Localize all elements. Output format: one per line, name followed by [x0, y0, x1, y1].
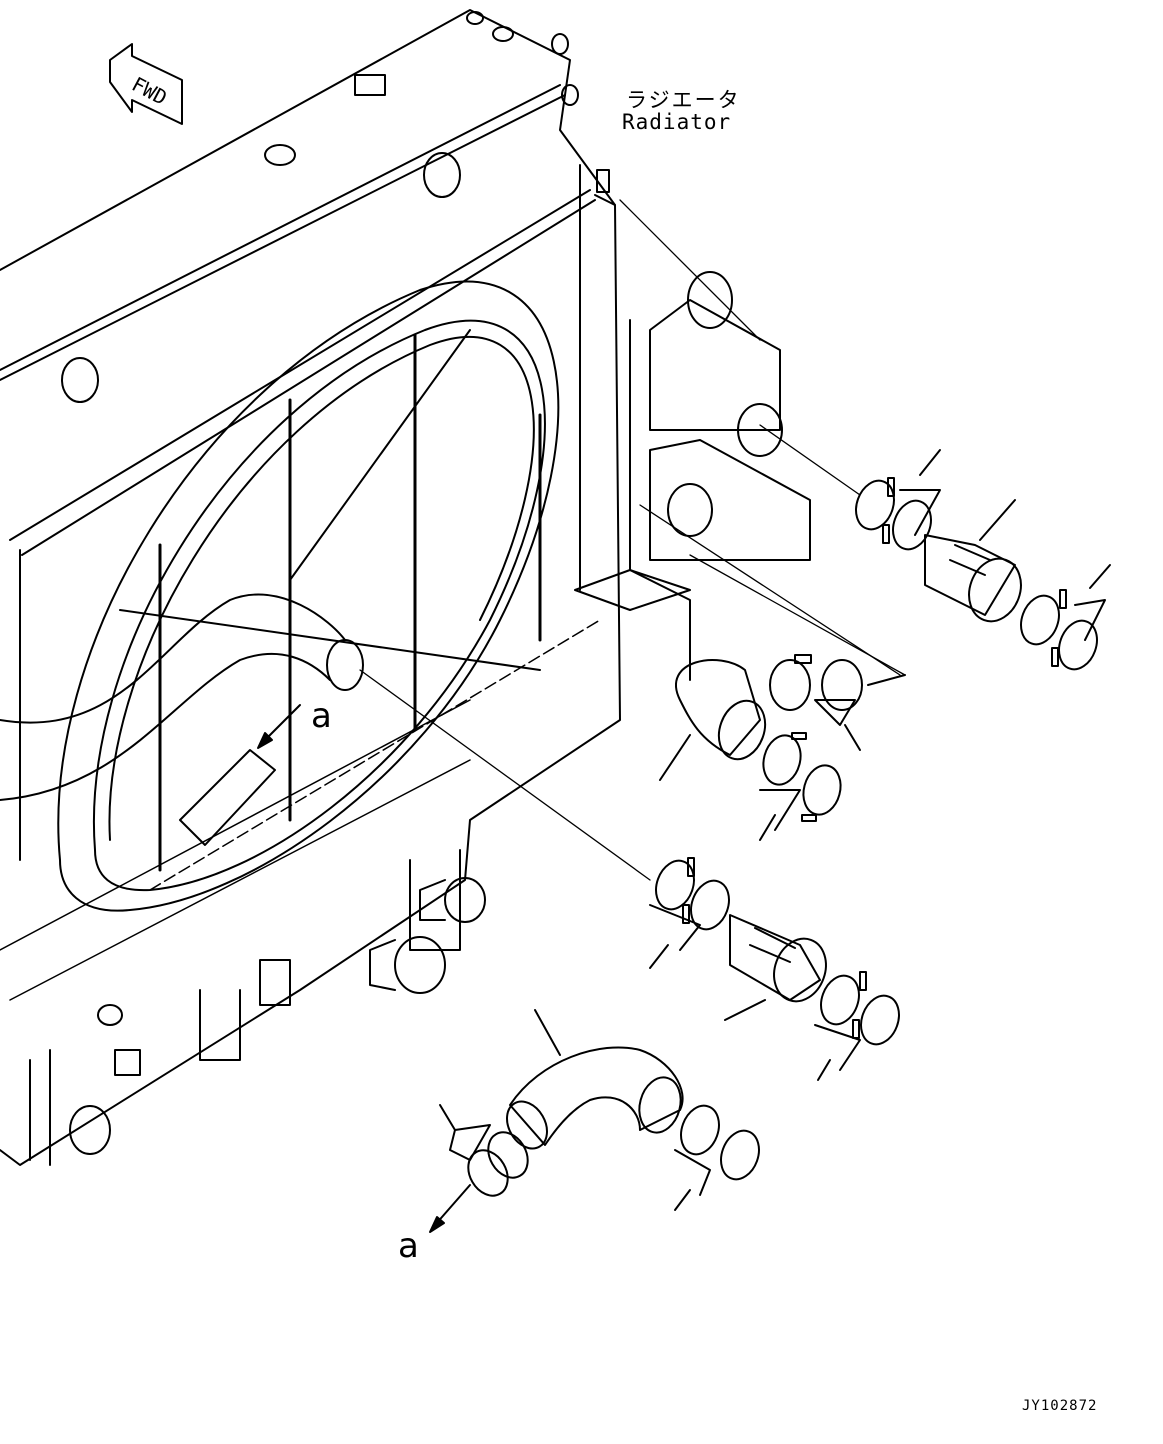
top-tank-fittings: [61, 11, 610, 403]
view-ref-upper: a: [311, 696, 332, 736]
upper-hose-group: [855, 449, 1111, 671]
lower-outlets: [69, 877, 486, 1155]
core-bars: [119, 329, 542, 872]
radiator-body: [0, 9, 621, 1166]
drawing-id: JY102872: [1022, 1398, 1098, 1414]
bottom-elbow-hose: [506, 1009, 684, 1150]
leader-lines: [359, 199, 906, 881]
fwd-arrow: FWD: [109, 43, 183, 125]
lower-hose-group: [649, 857, 900, 1081]
bottom-clamps: [439, 1104, 760, 1211]
aftercooler-pipes: [574, 271, 811, 681]
middle-elbow-group: [659, 654, 906, 841]
view-ref-lower: a: [398, 1226, 419, 1266]
fan-shroud: [57, 280, 560, 912]
view-arrow-upper: [257, 704, 301, 749]
internal-pipe: [0, 593, 364, 846]
radiator-label-jp: ラジエータ: [626, 88, 741, 112]
radiator-label-en: Radiator: [622, 110, 732, 134]
view-arrow-lower: [429, 1184, 471, 1233]
